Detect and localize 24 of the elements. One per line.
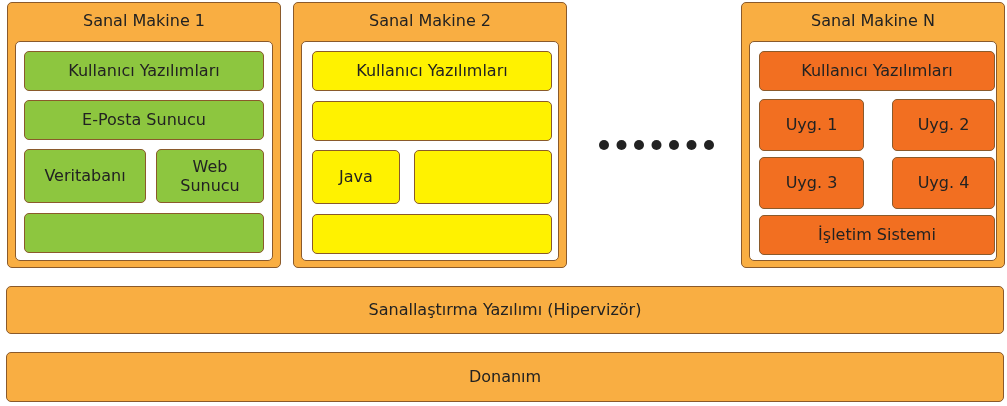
software-box: İşletim Sistemi (759, 215, 995, 255)
machine-title: Sanal Makine N (811, 11, 935, 31)
software-box (24, 213, 264, 253)
layer-box: Sanallaştırma Yazılımı (Hipervizör) (6, 286, 1004, 334)
software-box (312, 101, 552, 141)
virtual-machine-box (741, 2, 1005, 268)
software-box: Kullanıcı Yazılımları (759, 51, 995, 91)
software-box (414, 150, 552, 204)
software-box: Uyg. 3 (759, 157, 864, 209)
machine-title: Sanal Makine 1 (83, 11, 205, 31)
machine-title: Sanal Makine 2 (369, 11, 491, 31)
software-box: Java (312, 150, 400, 204)
software-box: Uyg. 2 (892, 99, 995, 151)
layer-box: Donanım (6, 352, 1004, 402)
software-box: Uyg. 1 (759, 99, 864, 151)
software-box: Veritabanı (24, 149, 146, 203)
software-box: Kullanıcı Yazılımları (24, 51, 264, 91)
software-box (312, 214, 552, 254)
software-box: E-Posta Sunucu (24, 100, 264, 140)
virtual-machine-box (7, 2, 281, 268)
software-box: Kullanıcı Yazılımları (312, 51, 552, 91)
software-box: Web Sunucu (156, 149, 264, 203)
software-box: Uyg. 4 (892, 157, 995, 209)
virtual-machine-box (293, 2, 567, 268)
